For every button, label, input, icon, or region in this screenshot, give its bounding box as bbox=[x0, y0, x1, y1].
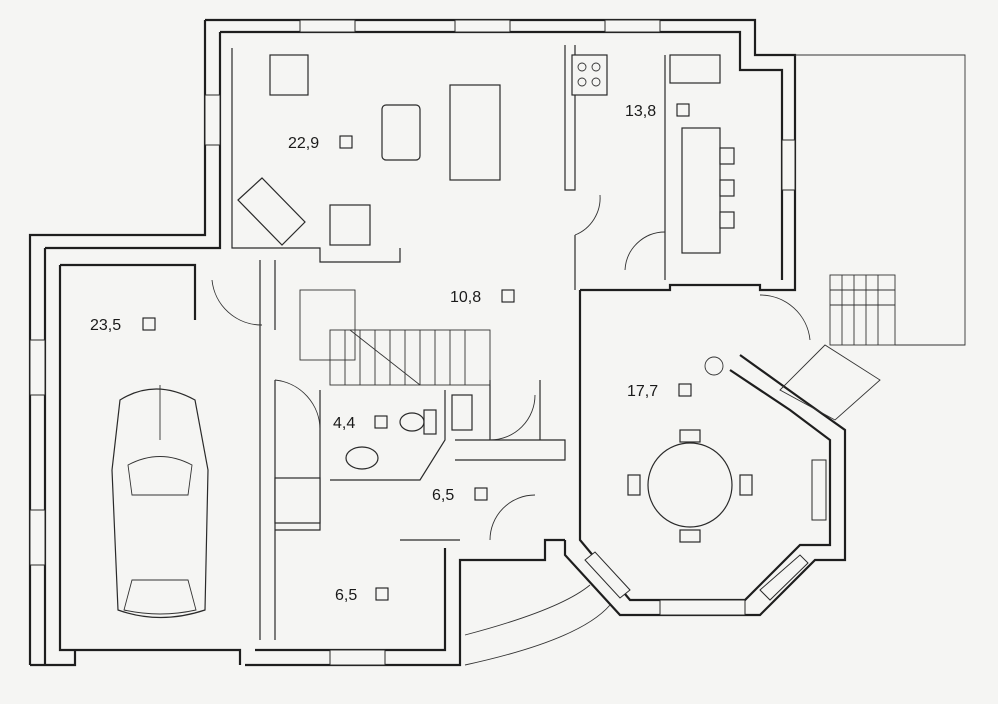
area-box bbox=[676, 103, 690, 117]
area-box bbox=[339, 135, 353, 149]
sofa-2 bbox=[237, 177, 306, 246]
coffee-table bbox=[381, 104, 421, 161]
sofa bbox=[449, 84, 501, 181]
armchair bbox=[269, 54, 309, 96]
furniture bbox=[237, 54, 753, 543]
area-box bbox=[374, 415, 388, 429]
armchair-2 bbox=[329, 204, 371, 246]
area-box bbox=[678, 383, 692, 397]
room-labels: 22,9 13,8 23,5 10,8 4,4 17,7 6,5 6,5 bbox=[90, 103, 692, 604]
dining-bay bbox=[563, 290, 847, 617]
area-wc: 4,4 bbox=[333, 415, 355, 432]
area-hall: 10,8 bbox=[450, 289, 481, 306]
area-kitchen: 13,8 bbox=[625, 103, 656, 120]
car bbox=[111, 385, 209, 619]
toilet bbox=[399, 412, 425, 432]
plant bbox=[704, 356, 724, 376]
shower bbox=[274, 477, 321, 524]
cabinet bbox=[451, 394, 473, 431]
area-garage: 23,5 bbox=[90, 317, 121, 334]
area-corridor: 6,5 bbox=[432, 487, 454, 504]
stove bbox=[571, 54, 608, 96]
area-box bbox=[375, 587, 389, 601]
area-dining: 17,7 bbox=[627, 383, 658, 400]
sink bbox=[669, 54, 721, 84]
kitchen-island bbox=[681, 127, 721, 254]
curved-walkway bbox=[464, 584, 611, 666]
staircase bbox=[299, 289, 491, 386]
area-room: 6,5 bbox=[335, 587, 357, 604]
doors bbox=[211, 194, 811, 541]
entrance-steps bbox=[779, 54, 966, 421]
area-box bbox=[501, 289, 515, 303]
area-box bbox=[142, 317, 156, 331]
area-living: 22,9 bbox=[288, 135, 319, 152]
washbasin bbox=[345, 446, 379, 470]
north-windows bbox=[29, 19, 796, 666]
interior-walls bbox=[231, 45, 666, 640]
area-box bbox=[474, 487, 488, 501]
dining-table bbox=[647, 442, 733, 528]
